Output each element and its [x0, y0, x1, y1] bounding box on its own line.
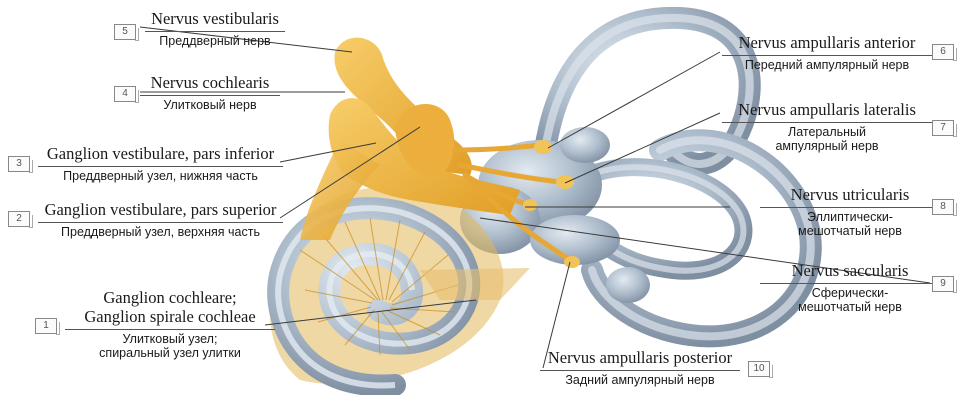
russian-name: Преддверный нерв [145, 34, 285, 48]
latin-name: Nervus ampullaris posterior [540, 349, 740, 368]
badge-9: 9 [932, 276, 954, 292]
label-nervus-saccularis: Nervus saccularis Сферически- мешотчатый… [760, 262, 940, 315]
lateral-canal [588, 167, 743, 271]
russian-name-line2: спиральный узел улитки [65, 346, 275, 360]
label-nervus-ampullaris-posterior: Nervus ampullaris posterior Задний ампул… [540, 349, 740, 387]
label-nervus-cochlearis: Nervus cochlearis Улитковый нерв [140, 74, 280, 112]
latin-name-line2: Ganglion spirale cochleae [65, 308, 275, 327]
latin-name: Ganglion vestibulare, pars inferior [38, 145, 283, 164]
badge-8: 8 [932, 199, 954, 215]
label-ganglion-vestibulare-inferior: Ganglion vestibulare, pars inferior Пред… [38, 145, 283, 183]
label-nervus-vestibularis: Nervus vestibularis Преддверный нерв [145, 10, 285, 48]
badge-10: 10 [748, 361, 770, 377]
badge-3: 3 [8, 156, 30, 172]
latin-name: Ganglion vestibulare, pars superior [38, 201, 283, 220]
russian-name-line1: Сферически- [760, 286, 940, 300]
latin-name: Nervus utricularis [760, 186, 940, 205]
latin-name: Nervus cochlearis [140, 74, 280, 93]
label-ganglion-cochleare: Ganglion cochleare; Ganglion spirale coc… [65, 289, 275, 361]
russian-name-line1: Эллиптически- [760, 210, 940, 224]
russian-name: Улитковый нерв [140, 98, 280, 112]
badge-7: 7 [932, 120, 954, 136]
latin-name: Nervus vestibularis [145, 10, 285, 29]
russian-name: Задний ампулярный нерв [540, 373, 740, 387]
latin-name: Nervus ampullaris lateralis [722, 101, 932, 120]
badge-5: 5 [114, 24, 136, 40]
russian-name-line1: Латеральный [722, 125, 932, 139]
russian-name-line1: Улитковый узел; [65, 332, 275, 346]
russian-name-line2: мешотчатый нерв [760, 224, 940, 238]
russian-name: Преддверный узел, нижняя часть [38, 169, 283, 183]
latin-name: Nervus saccularis [760, 262, 940, 281]
latin-name-line1: Ganglion cochleare; [65, 289, 275, 308]
russian-name-line2: ампулярный нерв [722, 139, 932, 153]
latin-name: Nervus ampullaris anterior [722, 34, 932, 53]
badge-6: 6 [932, 44, 954, 60]
russian-name: Передний ампулярный нерв [722, 58, 932, 72]
badge-4: 4 [114, 86, 136, 102]
label-ganglion-vestibulare-superior: Ganglion vestibulare, pars superior Пред… [38, 201, 283, 239]
russian-name-line2: мешотчатый нерв [760, 300, 940, 314]
russian-name: Преддверный узел, верхняя часть [38, 225, 283, 239]
badge-2: 2 [8, 211, 30, 227]
label-nervus-ampullaris-lateralis: Nervus ampullaris lateralis Латеральный … [722, 101, 932, 154]
label-nervus-utricularis: Nervus utricularis Эллиптически- мешотча… [760, 186, 940, 239]
badge-1: 1 [35, 318, 57, 334]
label-nervus-ampullaris-anterior: Nervus ampullaris anterior Передний ампу… [722, 34, 932, 72]
